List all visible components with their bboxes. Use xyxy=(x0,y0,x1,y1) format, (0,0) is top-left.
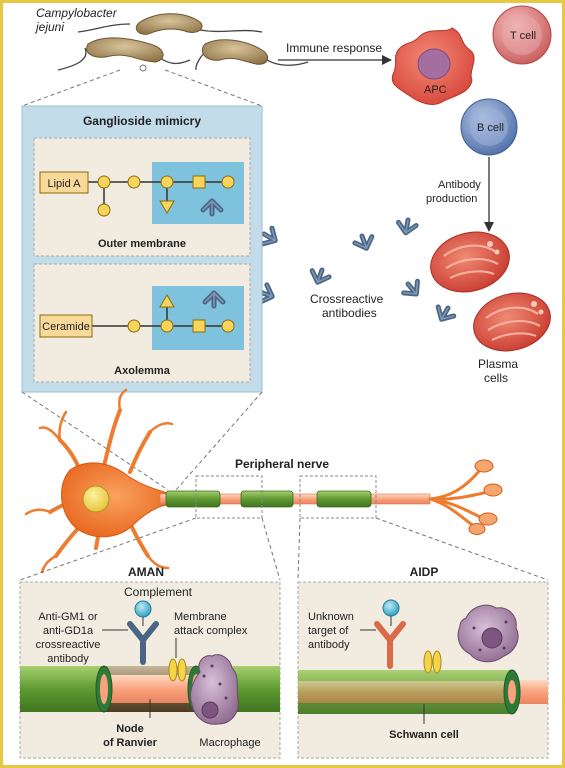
unknown-target-label-line2: target of xyxy=(308,625,349,637)
aidp-membrane-attack-complex xyxy=(423,650,442,674)
membrane-attack-complex xyxy=(168,658,187,682)
bacterium-name-line1: Campylobacter xyxy=(36,6,118,20)
axolemma-glycan xyxy=(90,294,235,333)
crossreactive-label-line1: Crossreactive xyxy=(310,292,384,306)
b-cell xyxy=(460,98,518,156)
outer-membrane-label: Outer membrane xyxy=(98,238,186,250)
axolemma-label: Axolemma xyxy=(114,365,171,377)
node-of-ranvier-label-line2: of Ranvier xyxy=(103,737,158,749)
antibody-production-label-line1: Antibody xyxy=(438,179,481,191)
t-cell xyxy=(492,5,552,65)
anti-gm1-label-line1: Anti-GM1 or xyxy=(38,611,98,623)
b-cell-label: B cell xyxy=(477,122,504,134)
axon-terminal xyxy=(428,459,503,535)
apc-label: APC xyxy=(424,84,447,96)
lipid-a-label: Lipid A xyxy=(47,178,81,190)
aman-title: AMAN xyxy=(128,565,164,579)
neuron xyxy=(24,388,174,574)
aman-antibody xyxy=(127,621,159,665)
plasma-cell-1 xyxy=(430,231,510,293)
outer-membrane-binding-site xyxy=(152,162,244,224)
campylobacter-bacteria xyxy=(57,13,309,71)
aman-macrophage xyxy=(189,654,239,725)
zoom-line-left xyxy=(21,69,121,107)
plasma-cells-label-line2: cells xyxy=(484,371,508,385)
node-of-ranvier-label-line1: Node xyxy=(116,723,144,735)
aidp-region-marker xyxy=(299,475,377,519)
crossreactive-label-line2: antibodies xyxy=(322,306,377,320)
unknown-target-label-line3: antibody xyxy=(308,639,350,651)
anti-gm1-label-line4: antibody xyxy=(47,653,89,665)
aidp-nerve-fiber xyxy=(298,669,548,715)
zoom-line-right xyxy=(164,69,263,107)
aidp-antibody xyxy=(374,621,406,669)
mac-label-line1: Membrane xyxy=(174,611,227,623)
mac-label-line2: attack complex xyxy=(174,625,248,637)
zoom-line-panel-left xyxy=(21,391,169,491)
antibody-production-label-line2: production xyxy=(426,193,477,205)
lipid-a-box xyxy=(39,171,89,194)
bacterium-name-line2: jejuni xyxy=(34,20,64,34)
immune-response-label: Immune response xyxy=(286,41,382,55)
anti-gm1-label-line2: anti-GD1a xyxy=(43,625,94,637)
aidp-title: AIDP xyxy=(410,565,439,579)
schwann-cell-label: Schwann cell xyxy=(389,729,459,741)
zoom-line-panel-right xyxy=(175,391,263,491)
complement-label: Complement xyxy=(124,585,193,599)
t-cell-label: T cell xyxy=(510,30,536,42)
outer-membrane-glycan xyxy=(88,175,235,217)
ceramide-box xyxy=(39,314,93,338)
plasma-cells-label-line1: Plasma xyxy=(478,357,518,371)
axolemma-binding-site xyxy=(152,286,244,350)
peripheral-nerve-label: Peripheral nerve xyxy=(235,457,329,471)
macrophage-label: Macrophage xyxy=(199,737,260,749)
myelin-segments xyxy=(165,490,372,508)
aman-region-marker xyxy=(195,475,263,519)
plasma-cell-2 xyxy=(473,292,551,352)
ganglioside-mimicry-title: Ganglioside mimicry xyxy=(83,114,201,128)
aidp-complement-molecule xyxy=(382,599,400,617)
unknown-target-label-line1: Unknown xyxy=(308,611,354,623)
ceramide-label: Ceramide xyxy=(42,321,90,333)
aidp-macrophage xyxy=(457,604,519,663)
complement-molecule xyxy=(134,600,152,618)
anti-gm1-label-line3: crossreactive xyxy=(36,639,101,651)
apc-cell xyxy=(391,27,475,105)
